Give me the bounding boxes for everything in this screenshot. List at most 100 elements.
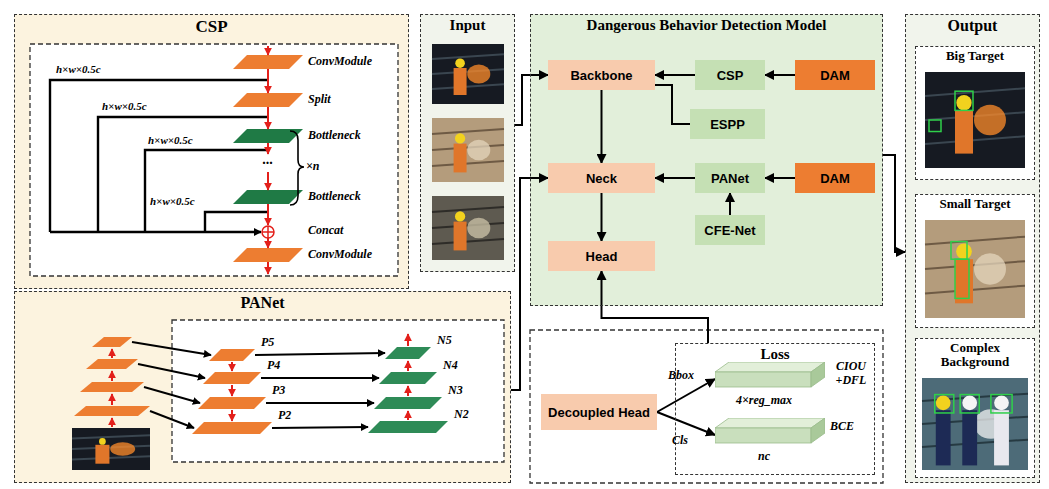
photo-detail	[925, 88, 1025, 96]
slab-front	[715, 372, 811, 387]
photo-detail	[467, 140, 490, 160]
layer-label: ConvModule	[308, 248, 372, 262]
flow-line	[267, 238, 269, 248]
panel: BackboneCSPDAMESPPNeckPANetDAMCFE-NetHea…	[530, 14, 883, 306]
shape-label: nc	[758, 449, 782, 464]
layer-shape	[368, 421, 448, 433]
detection-box	[955, 91, 973, 110]
panel-heading: Output	[948, 14, 998, 35]
flow-line	[267, 107, 269, 129]
slab-side	[811, 418, 825, 443]
layer-shape	[209, 349, 255, 361]
flow-line	[267, 226, 269, 238]
layer-shape	[74, 406, 150, 416]
photo-ground	[432, 118, 504, 182]
flow-line	[267, 46, 269, 55]
flow-line	[111, 418, 113, 427]
photo	[925, 220, 1025, 318]
layer-shape	[192, 422, 272, 434]
panel: PANet	[14, 291, 511, 483]
photo-detail	[454, 144, 467, 173]
panel-fill	[530, 14, 883, 306]
tensor-slab: 4×reg_max	[715, 362, 825, 408]
level-label: N4	[443, 359, 458, 373]
detection-box	[955, 259, 969, 298]
photo-detail	[432, 54, 504, 59]
edge-label: Bbox	[668, 368, 694, 383]
connector	[765, 177, 795, 179]
flow-line	[50, 231, 261, 233]
photo-ground	[432, 44, 504, 104]
flow-line	[266, 402, 374, 404]
attention-box: DAM	[795, 60, 875, 90]
photo-detail	[432, 207, 504, 212]
photo-detail	[72, 435, 150, 438]
box-label: PANet	[711, 171, 749, 186]
panel-fill	[14, 14, 409, 289]
layer-shape	[86, 359, 138, 369]
flow-line	[144, 387, 200, 403]
module-box: PANet	[695, 163, 765, 193]
flow-line	[267, 69, 269, 93]
tensor-slab: nc	[715, 418, 825, 464]
box-label: DAM	[820, 171, 850, 186]
attention-box: DAM	[795, 163, 875, 193]
panel-fill	[14, 291, 511, 483]
result-box: Complex Background	[915, 338, 1035, 478]
flow-line	[267, 262, 269, 274]
photo-ground	[432, 196, 504, 260]
flow-line	[231, 362, 233, 371]
connector	[511, 178, 548, 390]
photo-detail	[432, 84, 504, 89]
layer-shape	[385, 347, 431, 359]
layer-shape	[233, 190, 303, 204]
photo-ground	[922, 378, 1028, 470]
box-label: Head	[586, 249, 618, 264]
photo-detail	[962, 395, 977, 410]
process-box: Backbone	[548, 60, 655, 90]
flow-line	[407, 361, 409, 371]
level-label: P5	[261, 336, 274, 350]
module-box: CFE-Net	[695, 215, 765, 245]
connector	[601, 90, 603, 163]
layer-shape	[92, 337, 132, 347]
flow-line	[261, 377, 379, 379]
dashed-frame	[172, 320, 504, 462]
box-label: DAM	[820, 68, 850, 83]
edge-label: Cls	[672, 433, 688, 448]
panel-fill	[905, 14, 1040, 483]
photo	[432, 44, 504, 104]
photo-detail	[994, 410, 1009, 465]
photo-detail	[432, 161, 504, 166]
connector	[655, 74, 695, 76]
panel-fill	[420, 14, 515, 272]
flow-line	[150, 411, 194, 428]
layer-label: ConvModule	[308, 55, 372, 69]
photo-detail	[454, 222, 467, 251]
slab-front	[715, 428, 811, 443]
flow-line	[267, 204, 269, 225]
module-box: CSP	[695, 60, 765, 90]
slab-shape	[715, 418, 825, 446]
photo	[432, 118, 504, 182]
dashed-frame	[30, 44, 398, 276]
photo-detail	[432, 239, 504, 244]
photo-ground	[72, 428, 150, 470]
photo-detail	[994, 395, 1009, 410]
box-heading: Big Target	[946, 46, 1004, 63]
result-box: Small Target	[915, 194, 1035, 328]
sum-symbol	[262, 226, 274, 238]
level-label: P4	[267, 359, 280, 373]
slab-top	[715, 418, 825, 428]
level-label: N5	[437, 334, 452, 348]
slab-shape	[715, 362, 825, 390]
detection-box	[960, 395, 979, 413]
panel-fill	[915, 194, 1035, 328]
panel-heading: Dangerous Behavior Detection Model	[587, 14, 827, 34]
process-box: Decoupled Head	[541, 394, 657, 430]
photo-detail	[974, 105, 1006, 136]
panel-heading: CSP	[195, 14, 227, 37]
detection-box	[929, 120, 941, 132]
dashed-frame	[530, 330, 883, 483]
